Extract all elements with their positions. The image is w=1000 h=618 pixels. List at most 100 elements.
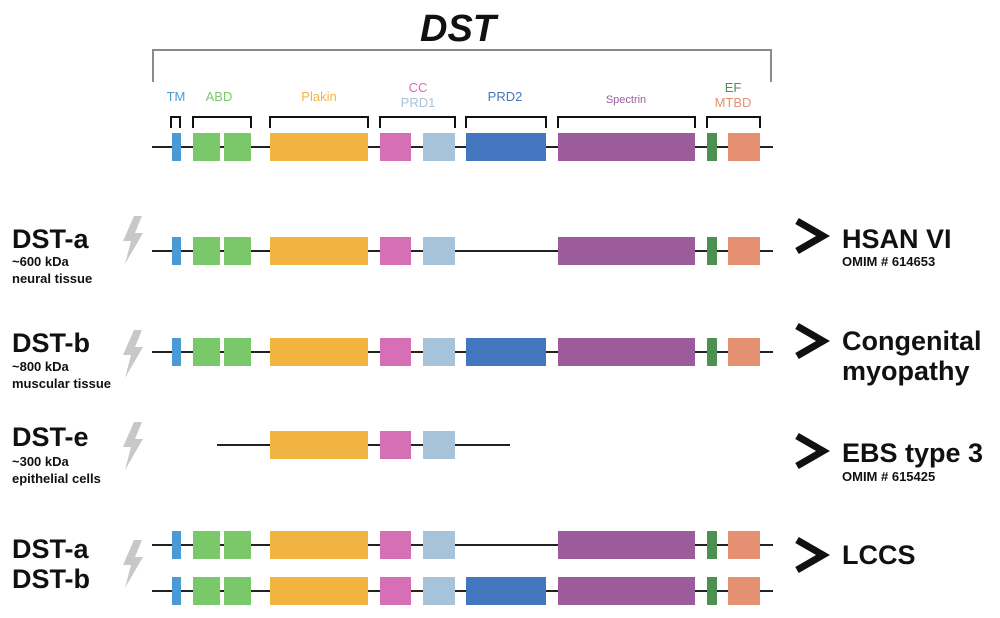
domain-mtbd bbox=[728, 237, 760, 265]
disease-name: EBS type 3 bbox=[842, 438, 983, 468]
chevron-right-icon bbox=[795, 322, 831, 360]
domain-prd2 bbox=[466, 338, 546, 366]
domain-plakin bbox=[270, 133, 368, 161]
label-plakin: Plakin bbox=[301, 89, 336, 104]
bracket-abd bbox=[192, 116, 252, 128]
track-lccs-dst-a bbox=[152, 531, 773, 559]
domain-abd2 bbox=[224, 577, 251, 605]
isoform-labels: DST-a ~600 kDa neural tissue DST-b ~800 … bbox=[12, 224, 111, 594]
domain-cc bbox=[380, 237, 411, 265]
domain-abd2 bbox=[224, 531, 251, 559]
domain-brackets bbox=[170, 116, 761, 128]
domain-ef bbox=[707, 338, 717, 366]
domain-spectrin bbox=[558, 237, 695, 265]
isoform-size: ~800 kDa bbox=[12, 359, 70, 374]
isoform-name: DST-b bbox=[12, 564, 90, 594]
chevron-right-icon bbox=[795, 536, 831, 574]
chevron-right-icon bbox=[795, 432, 831, 470]
chevron-right-icon bbox=[795, 217, 831, 255]
isoform-name: DST-a bbox=[12, 534, 90, 564]
domain-ef bbox=[707, 237, 717, 265]
chevrons bbox=[795, 217, 831, 574]
disease-name: HSAN VI bbox=[842, 224, 952, 254]
domain-plakin bbox=[270, 531, 368, 559]
domain-mtbd bbox=[728, 338, 760, 366]
domain-ef bbox=[707, 577, 717, 605]
domain-spectrin bbox=[558, 577, 695, 605]
domain-spectrin bbox=[558, 338, 695, 366]
domain-ef bbox=[707, 531, 717, 559]
domain-plakin bbox=[270, 431, 368, 459]
domain-cc bbox=[380, 133, 411, 161]
domain-spectrin bbox=[558, 133, 695, 161]
domain-tm bbox=[172, 531, 181, 559]
disease-labels: HSAN VI OMIM # 614653 Congenital myopath… bbox=[842, 224, 983, 570]
bracket-ef-mtbd bbox=[706, 116, 761, 128]
isoform-name: DST-a bbox=[12, 224, 90, 254]
bracket-spectrin bbox=[557, 116, 696, 128]
isoform-tissue: epithelial cells bbox=[12, 471, 101, 486]
label-mtbd: MTBD bbox=[715, 95, 752, 110]
domain-mtbd bbox=[728, 577, 760, 605]
domain-mtbd bbox=[728, 531, 760, 559]
disease-name: myopathy bbox=[842, 356, 970, 386]
label-spectrin: Spectrin bbox=[606, 94, 646, 106]
domain-tm bbox=[172, 338, 181, 366]
lightning-icon-dst-ab bbox=[123, 540, 143, 588]
domain-ef bbox=[707, 133, 717, 161]
label-prd2: PRD2 bbox=[488, 89, 523, 104]
domain-abd1 bbox=[193, 531, 220, 559]
domain-abd1 bbox=[193, 133, 220, 161]
domain-prd1 bbox=[423, 133, 455, 161]
omim-number: OMIM # 615425 bbox=[842, 469, 935, 484]
label-abd: ABD bbox=[206, 89, 233, 104]
isoform-size: ~300 kDa bbox=[12, 454, 70, 469]
disease-name: LCCS bbox=[842, 540, 916, 570]
bracket-plakin bbox=[269, 116, 369, 128]
domain-mtbd bbox=[728, 133, 760, 161]
label-tm: TM bbox=[167, 89, 186, 104]
domain-prd1 bbox=[423, 338, 455, 366]
isoform-tissue: muscular tissue bbox=[12, 376, 111, 391]
bracket-prd2 bbox=[465, 116, 547, 128]
lightning-icon-dst-b bbox=[123, 330, 143, 378]
diagram-title: DST bbox=[420, 8, 499, 50]
lightning-icon-dst-a bbox=[123, 216, 143, 264]
isoform-name: DST-e bbox=[12, 422, 89, 452]
domain-prd1 bbox=[423, 577, 455, 605]
domain-labels: TM ABD Plakin CC PRD1 PRD2 Spectrin EF M… bbox=[167, 80, 752, 110]
isoform-name: DST-b bbox=[12, 328, 90, 358]
domain-prd1 bbox=[423, 531, 455, 559]
lightning-icon-dst-e bbox=[123, 422, 143, 470]
label-prd1: PRD1 bbox=[401, 95, 436, 110]
domain-prd2 bbox=[466, 133, 546, 161]
track-dst-e bbox=[217, 431, 510, 459]
track-dst-b bbox=[152, 338, 773, 366]
domain-abd1 bbox=[193, 237, 220, 265]
domain-plakin bbox=[270, 338, 368, 366]
track-dst-a bbox=[152, 237, 773, 265]
domain-cc bbox=[380, 431, 411, 459]
domain-abd2 bbox=[224, 133, 251, 161]
domain-plakin bbox=[270, 237, 368, 265]
domain-cc bbox=[380, 531, 411, 559]
domain-abd1 bbox=[193, 577, 220, 605]
domain-tm bbox=[172, 133, 181, 161]
domain-tracks bbox=[152, 133, 773, 605]
disease-name: Congenital bbox=[842, 326, 982, 356]
track-dst bbox=[152, 133, 773, 161]
domain-plakin bbox=[270, 577, 368, 605]
label-ef: EF bbox=[725, 80, 742, 95]
isoform-size: ~600 kDa bbox=[12, 254, 70, 269]
omim-number: OMIM # 614653 bbox=[842, 254, 935, 269]
domain-prd1 bbox=[423, 237, 455, 265]
domain-tm bbox=[172, 577, 181, 605]
isoform-tissue: neural tissue bbox=[12, 271, 92, 286]
domain-abd2 bbox=[224, 237, 251, 265]
domain-abd1 bbox=[193, 338, 220, 366]
domain-spectrin bbox=[558, 531, 695, 559]
track-lccs-dst-b bbox=[152, 577, 773, 605]
domain-prd2 bbox=[466, 577, 546, 605]
bracket-tm bbox=[170, 116, 181, 128]
